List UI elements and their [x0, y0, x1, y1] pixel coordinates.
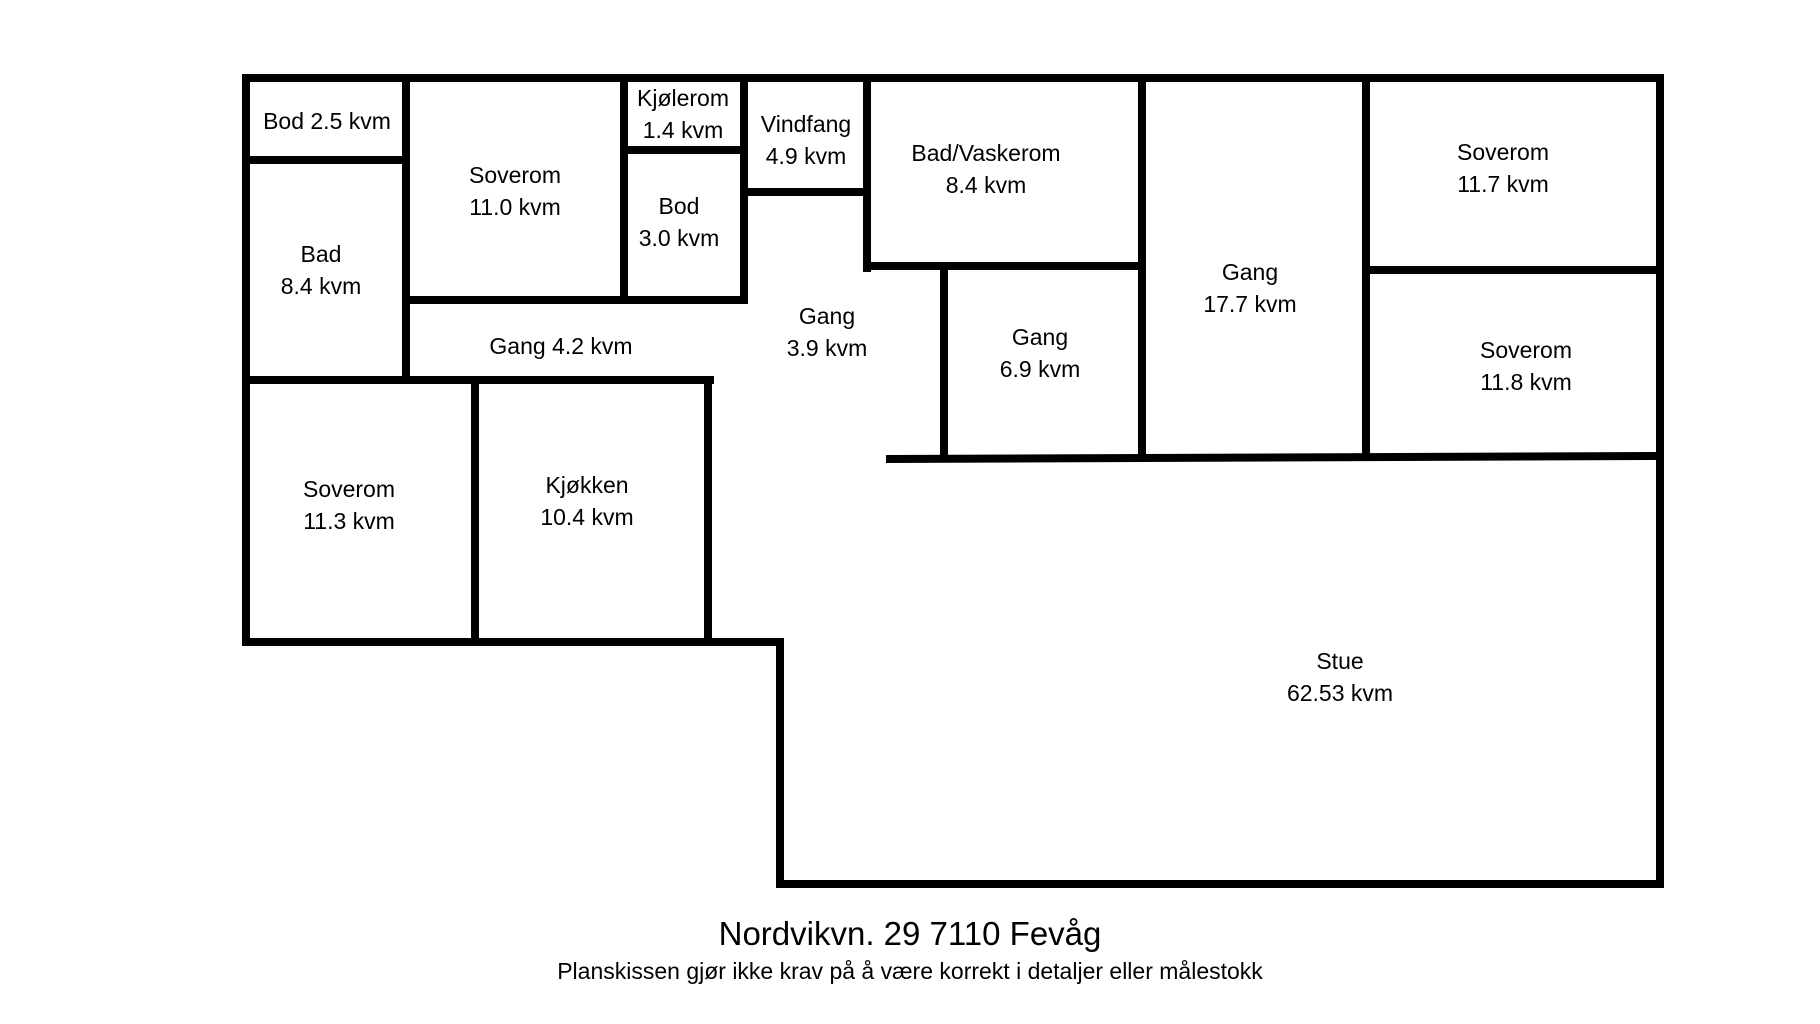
- wall: [885, 451, 1665, 464]
- room-area: 3.9 kvm: [786, 335, 868, 361]
- room-area: 11.0 kvm: [469, 194, 561, 220]
- room-label-bad: Bad 8.4 kvm: [281, 238, 362, 302]
- room-label-stue: Stue 62.53 kvm: [1287, 645, 1393, 709]
- room-area: 17.7 kvm: [1203, 291, 1297, 317]
- room-label-gang: Gang 4.2 kvm: [489, 330, 632, 362]
- room-name: Kjølerom: [636, 85, 730, 111]
- room-name: Gang: [1221, 259, 1279, 285]
- room-name: Bad/Vaskerom: [911, 140, 1061, 166]
- room-name: Gang: [798, 303, 856, 329]
- room-label-soverom: Soverom 11.8 kvm: [1480, 334, 1572, 398]
- room-name: Bad: [300, 241, 342, 267]
- room-name: Vindfang: [760, 111, 852, 137]
- room-label-soverom: Soverom 11.3 kvm: [303, 473, 395, 537]
- room-area: 6.9 kvm: [999, 356, 1081, 382]
- address-title: Nordvikvn. 29 7110 Fevåg: [718, 915, 1102, 952]
- room-area: 10.4 kvm: [540, 504, 634, 530]
- room-label-soverom: Soverom 11.0 kvm: [469, 159, 561, 223]
- room-name: Soverom: [302, 476, 396, 502]
- room-label-bod: Bod 2.5 kvm: [263, 105, 391, 137]
- room-name: Gang: [1011, 324, 1069, 350]
- room-area: 3.0 kvm: [638, 225, 720, 251]
- room-name: Soverom: [1479, 337, 1573, 363]
- room-name: Bod 2.5 kvm: [263, 108, 391, 134]
- walls: [242, 74, 1665, 888]
- disclaimer-text: Planskissen gjør ikke krav på å være kor…: [557, 958, 1263, 984]
- room-name: Gang 4.2 kvm: [489, 333, 633, 359]
- room-area: 8.4 kvm: [280, 273, 362, 299]
- room-name: Soverom: [468, 162, 562, 188]
- room-area: 8.4 kvm: [945, 172, 1027, 198]
- room-label-bod: Bod 3.0 kvm: [639, 190, 720, 254]
- room-area: 11.3 kvm: [303, 508, 395, 534]
- room-label-bad-vaskerom: Bad/Vaskerom 8.4 kvm: [911, 137, 1060, 201]
- room-area: 11.8 kvm: [1480, 369, 1572, 395]
- room-label-kjolerom: Kjølerom 1.4 kvm: [637, 82, 729, 146]
- room-label-gang: Gang 17.7 kvm: [1203, 256, 1296, 320]
- room-label-vindfang: Vindfang 4.9 kvm: [761, 108, 851, 172]
- room-label-soverom: Soverom 11.7 kvm: [1457, 136, 1549, 200]
- room-area: 1.4 kvm: [642, 117, 724, 143]
- room-name: Kjøkken: [545, 472, 629, 498]
- room-label-kjokken: Kjøkken 10.4 kvm: [540, 469, 633, 533]
- room-area: 4.9 kvm: [765, 143, 847, 169]
- room-area: 11.7 kvm: [1457, 171, 1549, 197]
- room-name: Stue: [1316, 648, 1364, 674]
- room-name: Bod: [658, 193, 700, 219]
- room-label-gang: Gang 6.9 kvm: [1000, 321, 1081, 385]
- room-label-gang: Gang 3.9 kvm: [787, 300, 868, 364]
- room-area: 62.53 kvm: [1286, 680, 1394, 706]
- room-name: Soverom: [1456, 139, 1550, 165]
